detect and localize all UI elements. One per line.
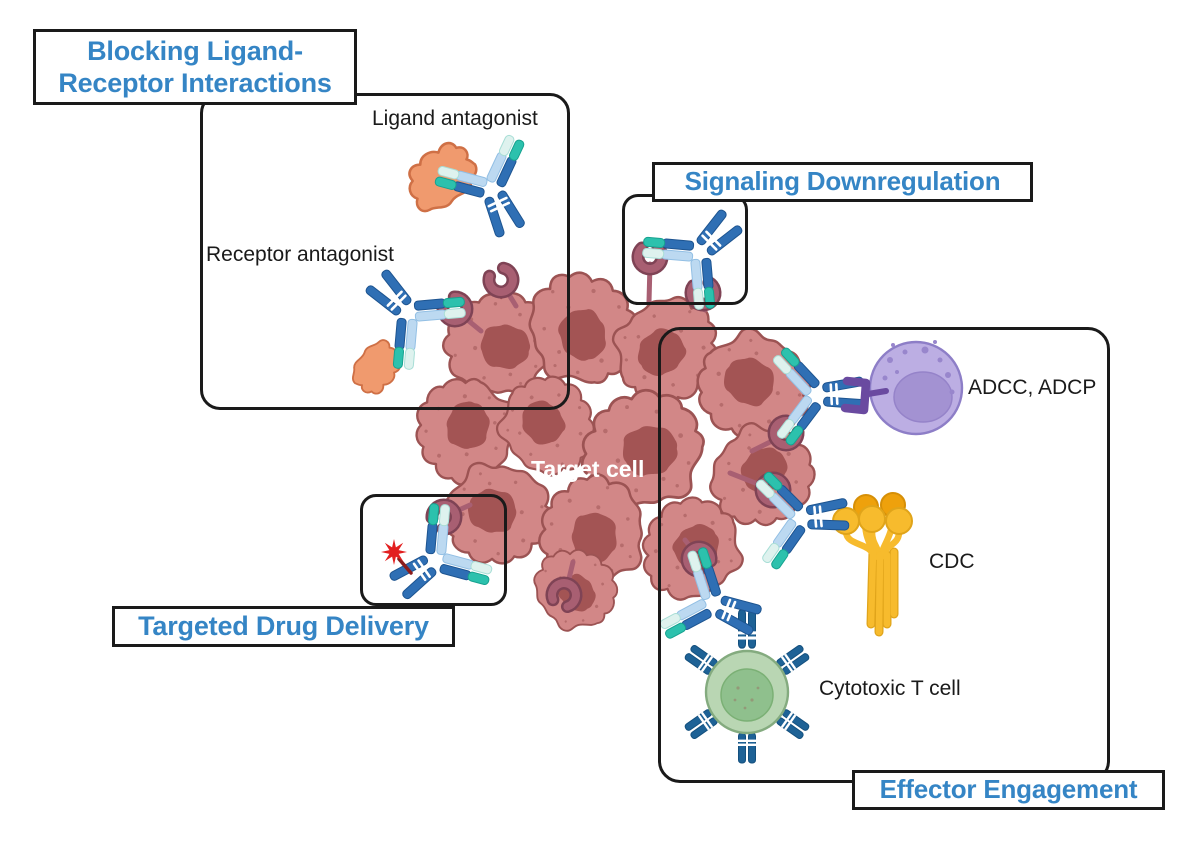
- blocking-title-line2: Receptor Interactions: [58, 68, 332, 98]
- effector-title: Effector Engagement: [879, 774, 1138, 805]
- surface-receptor-icon: [549, 559, 580, 608]
- surface-receptor-icon: [429, 500, 473, 532]
- target-cell-label: Target cell: [531, 456, 645, 482]
- effector-title-box: Effector Engagement: [852, 770, 1165, 810]
- cdc-label: CDC: [929, 550, 975, 573]
- surface-receptor-icon: [638, 248, 662, 305]
- surface-receptor-icon: [689, 282, 717, 310]
- blocking-title-line1: Blocking Ligand-: [87, 35, 303, 66]
- ligand-antagonist-label: Ligand antagonist: [372, 107, 538, 130]
- targeted-title-box: Targeted Drug Delivery: [112, 606, 455, 647]
- targeted-title: Targeted Drug Delivery: [138, 611, 429, 642]
- antibody-signaling-icon: [633, 184, 768, 319]
- nk-cell-icon: [868, 340, 964, 436]
- cytotoxic-t-cell-label: Cytotoxic T cell: [819, 677, 961, 700]
- receptor-antagonist-label: Receptor antagonist: [206, 243, 394, 266]
- signaling-title: Signaling Downregulation: [684, 166, 1001, 197]
- blocking-title-box: Blocking Ligand- Receptor Interactions: [33, 29, 357, 105]
- cytotoxic-t-cell-icon: [683, 608, 811, 764]
- surface-receptor-icon: [486, 266, 517, 309]
- fc-receptor-bracket-icon: [840, 376, 889, 415]
- c1q-complement-icon: [832, 492, 913, 637]
- drug-payload-icon: [381, 539, 413, 575]
- signaling-title-box: Signaling Downregulation: [652, 162, 1033, 202]
- surface-receptor-icon: [749, 418, 801, 451]
- adcc-adcp-label: ADCC, ADCP: [968, 376, 1097, 399]
